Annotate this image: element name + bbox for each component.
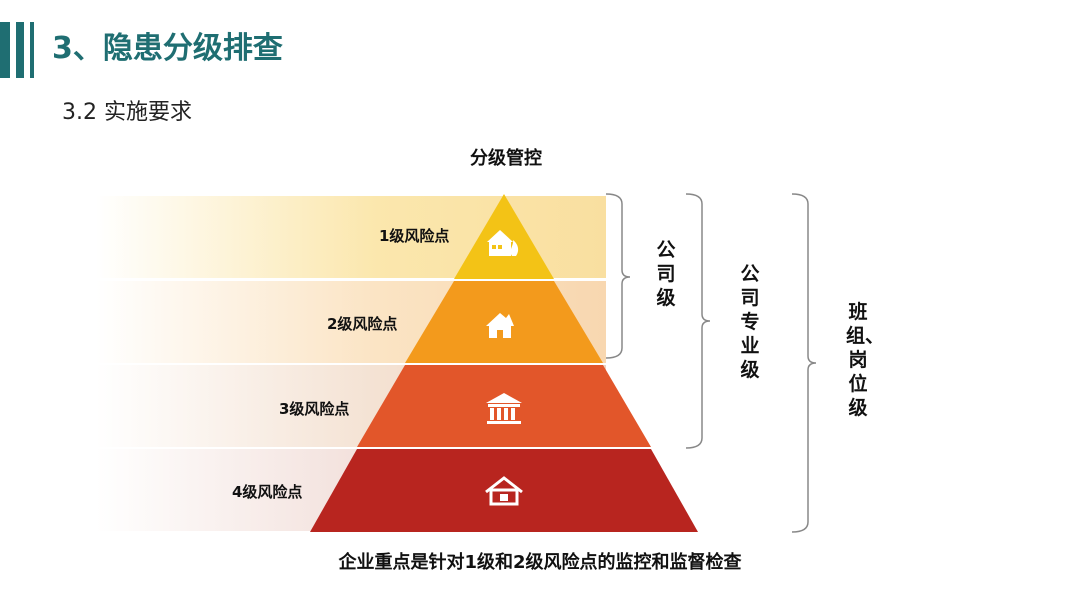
- level-label-2: 2级风险点: [327, 315, 398, 333]
- bracket-label-company-professional: 公司专业级: [740, 263, 760, 381]
- header-accent-bar: [30, 22, 34, 78]
- building-columns-icon: [486, 393, 522, 424]
- bracket-team-post: [791, 193, 817, 533]
- section-subtitle: 3.2 实施要求: [62, 100, 192, 125]
- house-damaged-icon: [486, 313, 514, 338]
- bracket-company: [605, 193, 631, 359]
- page-title: 3、隐患分级排查: [52, 31, 283, 66]
- header-accent-bar: [16, 22, 24, 78]
- house-fire-icon: [487, 230, 519, 256]
- level-label-1: 1级风险点: [379, 227, 450, 245]
- diagram-footer-note: 企业重点是针对1级和2级风险点的监控和监督检查: [338, 552, 742, 573]
- house-window: [500, 494, 508, 501]
- level-label-3: 3级风险点: [279, 400, 350, 418]
- bracket-label-company: 公司级: [656, 239, 676, 309]
- header-accent-bar: [0, 22, 10, 78]
- bracket-label-team-post: 班组、岗位级: [846, 301, 885, 419]
- bracket-company-professional: [685, 193, 711, 449]
- diagram-title: 分级管控: [470, 148, 542, 169]
- house-icon: [485, 476, 523, 506]
- level-label-4: 4级风险点: [232, 483, 303, 501]
